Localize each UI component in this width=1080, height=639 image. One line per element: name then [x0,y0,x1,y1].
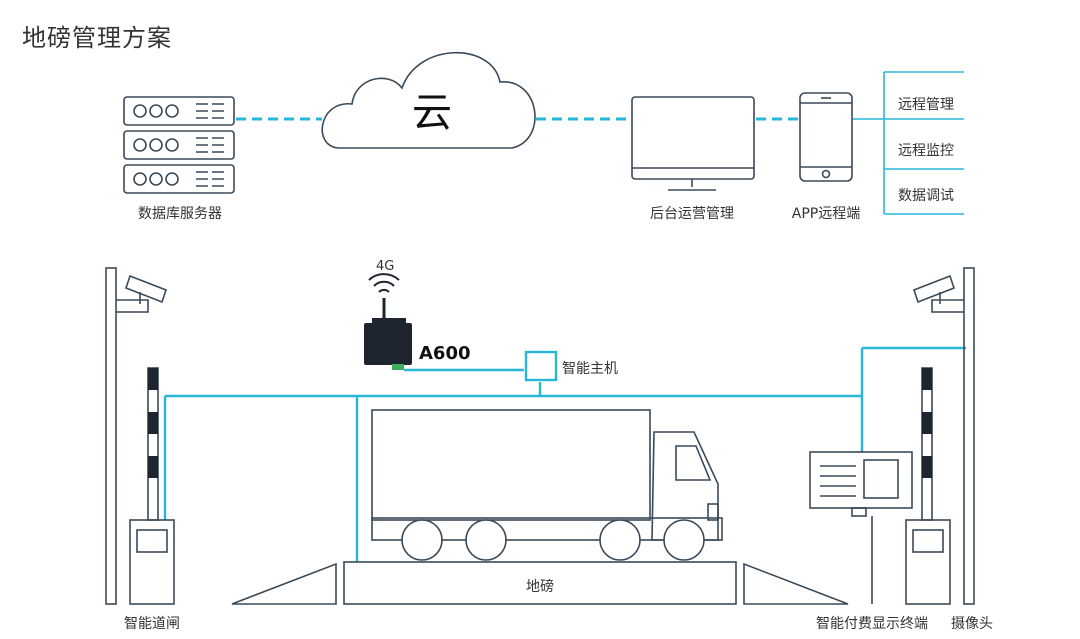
truck-icon [371,409,723,561]
router-a600-icon [364,273,412,370]
backend-label: 后台运营管理 [650,206,734,222]
right-ramp [743,562,849,605]
smart-host-label: 智能主机 [562,361,618,377]
app-label: APP远程端 [791,206,861,222]
smart-gate-label: 智能道闸 [124,616,180,632]
remote-monitor-label: 远程监控 [898,143,954,159]
cloud-icon [321,51,536,149]
db-server-label: 数据库服务器 [138,206,222,222]
fourg-label: 4G [376,259,395,274]
right-pole [963,267,975,605]
weighbridge-platform [343,561,737,605]
diagram-title: 地磅管理方案 [22,24,172,52]
monitor-icon [631,96,755,191]
a600-label: A600 [419,343,471,364]
database-server-icon [123,96,235,194]
payment-terminal-icon [809,451,913,604]
phone-icon [799,92,853,182]
cloud-label: 云 [412,90,452,136]
left-pole [105,267,117,605]
left-camera-icon [116,274,167,313]
data-debug-label: 数据调试 [898,188,954,204]
camera-label: 摄像头 [951,616,993,632]
payment-terminal-label: 智能付费显示终端 [816,616,928,632]
right-camera-icon [913,274,964,313]
left-gate-icon [129,367,175,605]
weighbridge-label: 地磅 [526,579,554,595]
remote-manage-label: 远程管理 [898,97,954,113]
left-ramp [231,562,337,605]
